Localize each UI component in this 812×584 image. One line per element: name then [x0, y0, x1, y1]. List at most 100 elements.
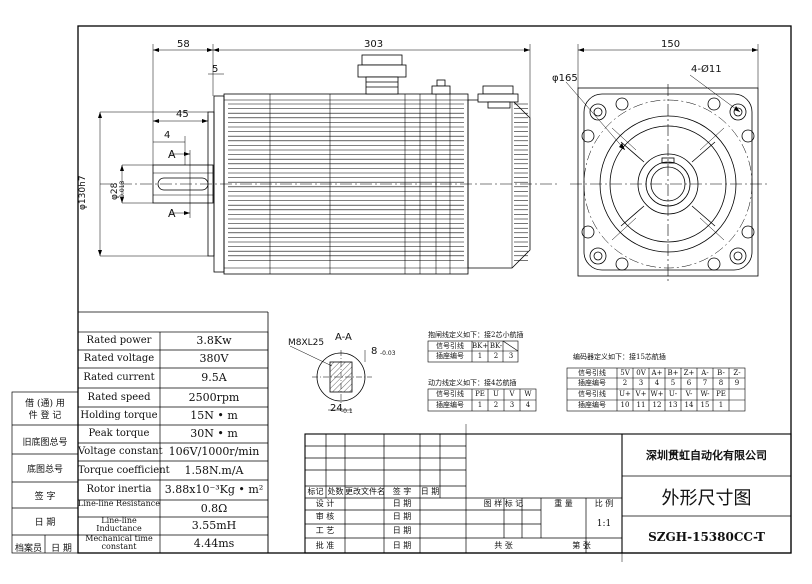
role-date-cell: 日 期 — [392, 541, 412, 550]
power-pin: 1 — [477, 401, 483, 409]
rev-header-cell: 处数 — [327, 487, 344, 496]
brake-signal — [503, 341, 519, 351]
front-dimensions — [565, 44, 759, 151]
spec-label: Rated power — [86, 335, 152, 346]
encoder-cell: V+ — [635, 390, 647, 398]
total-sheets: 共 张 — [494, 541, 513, 550]
section-thread: M8XL25 — [288, 338, 325, 348]
title-block-grid — [304, 433, 792, 554]
dimension-arrows — [98, 48, 530, 256]
encoder-cell: Z+ — [683, 369, 695, 377]
encoder-cell: 11 — [636, 401, 646, 409]
side-cell-date: 日 期 — [34, 518, 56, 528]
dim-key-len: 4 — [164, 130, 171, 141]
encoder-cell: 7 — [702, 379, 708, 387]
encoder-cell: 13 — [668, 401, 678, 409]
encoder-cell: 1 — [718, 401, 724, 409]
role-date-cell: 日 期 — [392, 526, 412, 535]
side-register-grid — [11, 391, 79, 554]
encoder-cell: W- — [700, 390, 710, 398]
dim-flange-len: 58 — [177, 39, 190, 50]
encoder-cell: W+ — [650, 390, 664, 398]
encoder-cell: 5 — [670, 379, 676, 387]
spec-value: 9.5A — [201, 371, 227, 384]
encoder-cell: 9 — [734, 379, 740, 387]
power-signal: W — [524, 390, 532, 398]
scale-value: 1:1 — [596, 519, 612, 529]
encoder-cell: V- — [685, 390, 693, 398]
encoder-cell — [729, 389, 745, 400]
brake-pin: 3 — [508, 352, 514, 360]
encoder-cell: A- — [701, 369, 709, 377]
spec-label: Rated voltage — [83, 353, 155, 364]
rev-header-cell: 标记 — [307, 487, 324, 496]
brake-row2-label: 插座编号 — [436, 352, 464, 360]
encoder-label: 信号引线 — [578, 369, 606, 377]
section-depth: 24 — [330, 403, 343, 414]
brake-signal: BK+ — [472, 342, 489, 350]
fold-marks — [465, 424, 623, 562]
role-date-cell: 日 期 — [392, 499, 412, 508]
model-number: SZGH-15380CC-T — [648, 530, 765, 544]
weight-label: 重 量 — [554, 499, 573, 508]
rev-header-cell: 更改文件名 — [345, 487, 385, 496]
encoder-cell: 2 — [622, 379, 628, 387]
encoder-label: 信号引线 — [578, 390, 606, 398]
side-cell-archive-date: 日 期 — [51, 544, 72, 554]
encoder-cell: 4 — [654, 379, 660, 387]
encoder-cell: U- — [668, 390, 678, 398]
encoder-cell: 12 — [652, 401, 662, 409]
spec-value: 380V — [199, 352, 229, 365]
spec-label: Mechanical time constant — [85, 534, 153, 551]
section-a-a — [289, 345, 372, 411]
cooling-fins — [228, 94, 528, 274]
encoder-cell: 14 — [684, 401, 694, 409]
role-date-cell: 日 期 — [392, 512, 412, 521]
spec-value: 30N • m — [190, 427, 238, 440]
encoder-cell: 0V — [636, 369, 646, 377]
stage-label: 图 样 标 记 — [483, 499, 524, 508]
encoder-cell: 10 — [620, 401, 630, 409]
power-row2-label: 插座编号 — [436, 401, 464, 409]
power-pin: 2 — [493, 401, 499, 409]
dim-pilot-dia: φ130h7 — [78, 175, 88, 210]
side-view — [100, 93, 560, 275]
dim-shaft-len: 45 — [176, 109, 189, 120]
brake-row1-label: 信号引线 — [436, 342, 464, 350]
encoder-plug-title: 编码器定义如下：接15芯航插 — [573, 353, 666, 361]
spec-value: 3.55mH — [191, 519, 237, 532]
spec-label: Peak torque — [88, 428, 150, 439]
spec-label: Line-line Resistance — [78, 499, 160, 508]
section-key-width: 8 — [371, 346, 378, 357]
power-plug-title: 动力线定义如下：接4芯航插 — [428, 379, 517, 387]
section-title: A-A — [335, 332, 352, 343]
encoder-label: 插座编号 — [578, 379, 606, 387]
dim-holes: 4-Ø11 — [691, 64, 722, 75]
spec-label: Rated current — [83, 372, 155, 383]
dim-shaft-tol: -0.013 — [119, 180, 126, 200]
front-view — [570, 84, 770, 284]
role-cell: 设 计 — [315, 499, 335, 508]
drawing-title: 外形尺寸图 — [661, 488, 752, 509]
encoder-cell: 6 — [686, 379, 692, 387]
side-dimensions — [99, 44, 531, 257]
dim-flange-offset: 5 — [212, 64, 219, 75]
rev-header-cell: 日 期 — [420, 487, 440, 496]
encoder-cell: U+ — [619, 390, 631, 398]
rev-header-cell: 签 字 — [392, 487, 412, 496]
role-cell: 批 准 — [315, 541, 335, 550]
spec-label: Torque coefficient — [78, 465, 170, 476]
spec-value: 3.8Kw — [196, 334, 232, 347]
spec-value: 0.8Ω — [200, 502, 228, 515]
mounting-holes — [581, 97, 755, 271]
dim-body-len: 303 — [364, 39, 384, 50]
spec-value: 4.44ms — [193, 537, 235, 550]
spec-label: Holding torque — [80, 410, 158, 421]
encoder-cell: 3 — [638, 379, 644, 387]
encoder-label: 插座编号 — [578, 401, 606, 409]
plug-tables-grid — [427, 340, 746, 412]
power-signal: U — [493, 390, 499, 398]
side-cell-sign: 签 字 — [34, 492, 56, 502]
spec-value: 2500rpm — [188, 391, 240, 404]
